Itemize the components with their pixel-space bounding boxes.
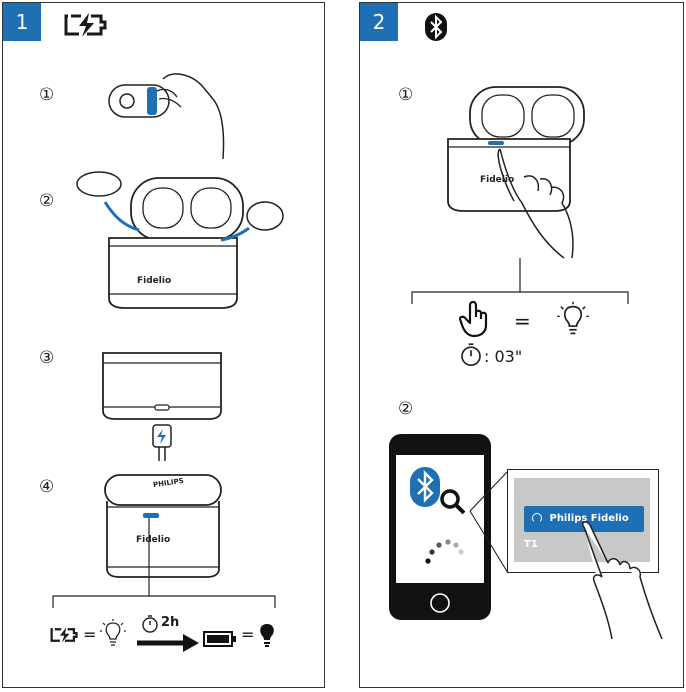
pair-step-num-2: ② (398, 399, 414, 419)
device-name-label: Philips Fidelio T1 (524, 513, 629, 550)
step-num-1: ① (39, 85, 55, 105)
pair-callout-bracket (411, 258, 629, 304)
zoomed-screen: Philips Fidelio T1 (507, 469, 659, 573)
charge-time-label: 2h (161, 615, 180, 630)
step-num-2: ② (39, 191, 55, 211)
step-badge-2: 2 (360, 3, 398, 41)
zoom-lines (469, 470, 509, 574)
arrow-right-icon (137, 634, 199, 652)
panel-charging: 1 ① ② ③ ④ Fidelio (2, 2, 325, 688)
bluetooth-search-icon (410, 467, 466, 515)
timer-duration-label: : 03" (484, 347, 523, 366)
light-on-icon-pair (557, 301, 589, 335)
equals-sign-1: = (83, 625, 97, 644)
timer-icon (142, 615, 158, 633)
step-num-3: ③ (39, 348, 55, 368)
case-brand-label-step4: Fidelio (136, 535, 171, 545)
timer-icon-pair (461, 343, 481, 367)
equals-sign-2: = (241, 625, 255, 644)
charging-icon (64, 13, 107, 37)
hand-tap-illustration (581, 521, 663, 640)
case-touch-illustration (447, 86, 585, 259)
step-badge-1: 1 (3, 3, 41, 41)
case-open-earbuds-illustration (76, 171, 284, 309)
case-brand-label-step2: Fidelio (137, 276, 172, 286)
loading-spinner-icon (425, 539, 464, 564)
case-brand-label-pair: Fidelio (480, 175, 515, 185)
case-closed-illustration (104, 474, 222, 578)
pair-step-num-1: ① (398, 85, 414, 105)
light-off-icon (260, 624, 274, 647)
earbud-tab-illustration (108, 73, 225, 160)
battery-full-icon (203, 631, 236, 647)
panel-pairing: 2 ① ② Fidelio = : 03" (359, 2, 684, 688)
device-status-icon (532, 513, 542, 523)
callout-bracket (52, 518, 276, 608)
equals-sign-pair: = (514, 309, 531, 333)
charging-icon-small (50, 627, 78, 643)
bluetooth-icon (425, 13, 447, 41)
step-num-4: ④ (39, 477, 55, 497)
case-charging-cable-illustration (102, 352, 222, 461)
light-on-icon (100, 619, 126, 646)
finger-press-icon (458, 300, 488, 338)
